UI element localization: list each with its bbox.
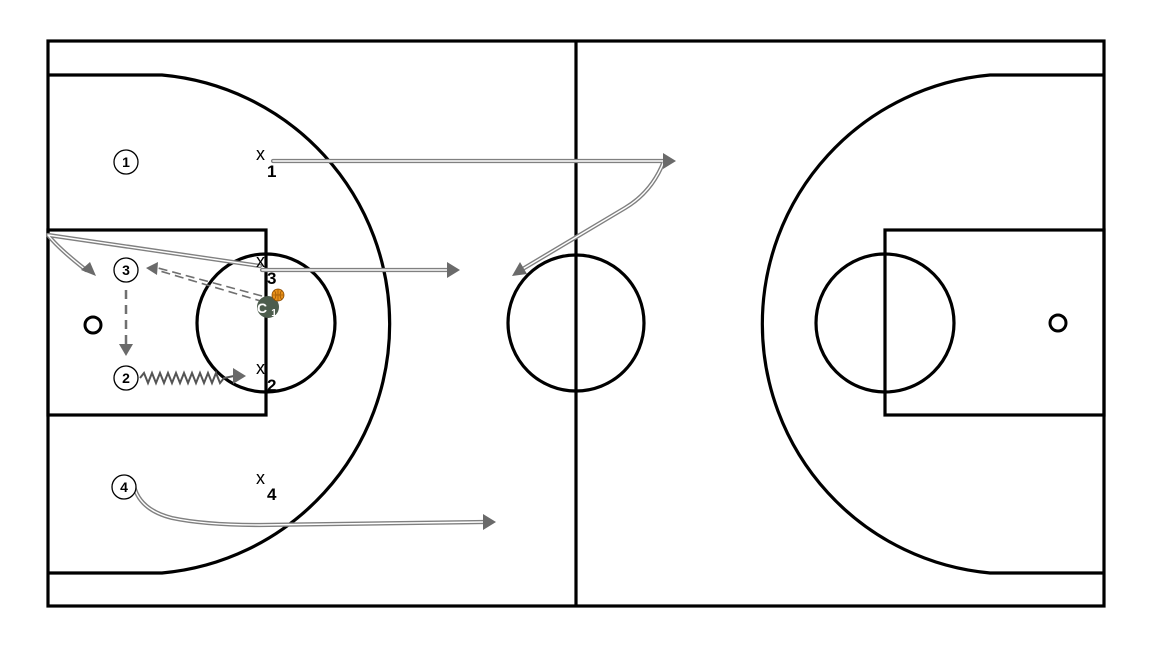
x3-baseline-path [45, 232, 263, 276]
coach-number: 1 [271, 308, 277, 319]
defender-x4-mark: x [256, 468, 265, 488]
coach-icon: C 1 [257, 296, 279, 319]
defender-x4: x 4 [256, 468, 277, 504]
defender-x1-mark: x [256, 144, 265, 164]
left-basket [83, 315, 103, 335]
coach-label: C [257, 300, 267, 316]
offense-player-1: 1 [113, 149, 139, 175]
basketball-icon [271, 288, 285, 302]
left-free-throw-circle [195, 252, 337, 394]
defender-x1-number: 1 [267, 162, 276, 181]
offense-player-3: 3 [113, 257, 139, 283]
offense-player-1-label: 1 [122, 154, 130, 170]
defender-x3-number: 3 [267, 269, 276, 288]
left-three-point-line [48, 73, 392, 575]
player2-dribble-line [139, 368, 246, 386]
movement-lines [45, 153, 676, 530]
offense-player-2-label: 2 [122, 370, 130, 386]
right-basket [1048, 313, 1068, 333]
offense-player-2: 2 [113, 365, 139, 391]
center-circle [506, 253, 646, 393]
coach-pass-line [146, 262, 265, 303]
player3-cut-line [119, 290, 133, 356]
right-free-throw-circle [814, 252, 956, 394]
defender-x3-mark: x [256, 251, 265, 271]
x1-arrowhead-right [663, 153, 676, 169]
defender-x3: x 3 [256, 251, 276, 288]
x1-movement-path [270, 153, 676, 276]
court-lines [46, 39, 1106, 608]
x4-movement-path [131, 483, 496, 530]
right-key [883, 228, 1106, 417]
left-key [46, 228, 268, 417]
x3-movement-path [259, 262, 460, 278]
right-three-point-line [760, 73, 1104, 575]
defender-x2: x 2 [256, 358, 276, 395]
offense-player-4-label: 4 [120, 479, 128, 495]
defender-x2-mark: x [256, 358, 265, 378]
offense-player-3-label: 3 [122, 262, 130, 278]
defender-x4-number: 4 [267, 485, 277, 504]
offense-player-4: 4 [111, 474, 137, 500]
defender-x2-number: 2 [267, 376, 276, 395]
x1-arrowhead-center [512, 262, 527, 276]
defender-x1: x 1 [256, 144, 276, 181]
